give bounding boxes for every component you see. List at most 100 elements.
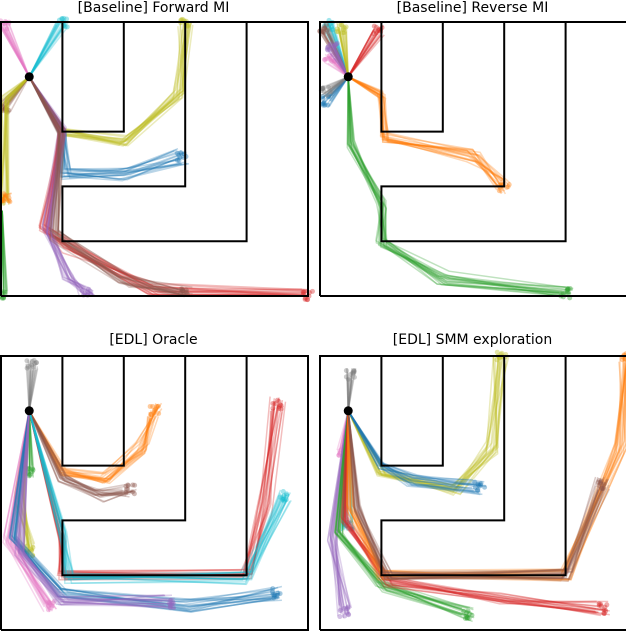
trajectory-endpoint [174, 157, 180, 163]
trajectory-endpoint [309, 288, 315, 294]
trajectory-line [28, 76, 189, 297]
trajectory-endpoint [276, 405, 282, 411]
trajectory-line [343, 410, 349, 530]
trajectory-line [347, 355, 621, 581]
trajectory-endpoint [494, 357, 500, 363]
trajectory-line [343, 410, 349, 450]
trajectory-line [4, 410, 45, 613]
trajectory-line [0, 76, 30, 113]
trajectory-line [347, 410, 353, 523]
trajectory-endpoint [604, 602, 610, 608]
trajectory-endpoint [6, 107, 12, 113]
maze-outer-wall [319, 355, 626, 631]
trajectory-endpoint [344, 523, 350, 529]
trajectory-endpoint [85, 289, 91, 295]
trajectory-line [28, 76, 183, 296]
trajectory-line [28, 404, 159, 482]
trajectory-line [0, 76, 30, 105]
trajectory-endpoint [324, 92, 330, 98]
trajectory-line [28, 26, 184, 142]
trajectory-line [1, 195, 5, 200]
trajectory-line [0, 76, 30, 197]
trajectory-line [2, 410, 47, 604]
skill-trajectories-1 [347, 349, 510, 496]
trajectory-line [339, 410, 462, 616]
trajectory-line [28, 370, 34, 411]
trajectory-line [8, 410, 275, 608]
trajectory-line [327, 41, 349, 78]
trajectory-line [1, 21, 30, 78]
trajectory-endpoint [341, 29, 347, 35]
skill-trajectories-1 [321, 17, 349, 78]
trajectory-line [332, 43, 349, 78]
trajectory-line [347, 367, 626, 580]
trajectory-endpoint [46, 600, 52, 606]
trajectory-line [320, 30, 349, 78]
trajectory-line [329, 41, 349, 78]
skill-trajectories-5 [347, 23, 385, 78]
trajectory-line [346, 355, 626, 580]
trajectory-line [347, 33, 381, 78]
trajectory-endpoint [601, 481, 607, 487]
trajectory-line [341, 410, 349, 452]
trajectory-line [7, 23, 30, 78]
trajectory-line [347, 34, 382, 78]
trajectory-line [28, 76, 309, 293]
trajectory-line [347, 76, 571, 294]
trajectory-line [345, 410, 349, 455]
trajectory-line [330, 21, 349, 78]
trajectory-line [28, 410, 35, 478]
trajectory-line [28, 76, 189, 297]
trajectory-line [28, 407, 159, 480]
trajectory-line [28, 362, 37, 411]
trajectory-line [15, 410, 283, 611]
trajectory-line [347, 76, 500, 185]
trajectory-line [347, 76, 569, 288]
trajectory-line [334, 47, 349, 78]
trajectory-line [347, 410, 354, 523]
trajectory-endpoint [178, 291, 184, 297]
trajectory-endpoint [560, 291, 566, 297]
trajectory-line [347, 410, 487, 487]
trajectory-line [329, 48, 349, 78]
trajectory-line [21, 410, 30, 551]
trajectory-endpoint [178, 286, 184, 292]
trajectory-endpoint [4, 107, 10, 113]
trajectory-line [28, 367, 37, 411]
trajectory-line [28, 21, 64, 78]
trajectory-line [28, 24, 194, 147]
trajectory-line [347, 410, 483, 484]
trajectory-line [28, 410, 152, 474]
trajectory-endpoint [323, 23, 329, 29]
trajectory-line [2, 195, 5, 202]
trajectory-endpoint [27, 549, 33, 555]
trajectory-line [28, 21, 62, 78]
trajectory-endpoint [506, 182, 512, 188]
trajectory-line [347, 379, 353, 411]
trajectory-line [342, 410, 349, 523]
trajectory-line [341, 410, 349, 532]
trajectory-line [0, 76, 30, 203]
trajectory-endpoint [45, 607, 51, 613]
skill-trajectories-7 [340, 410, 610, 617]
trajectory-endpoint [151, 410, 157, 416]
trajectory-line [28, 76, 180, 291]
trajectory-line [9, 410, 282, 607]
trajectory-endpoint [147, 403, 153, 409]
trajectory-endpoint [151, 407, 157, 413]
trajectory-line [13, 410, 281, 613]
trajectory-line [334, 410, 470, 609]
trajectory-line [28, 410, 35, 471]
trajectory-line [347, 410, 606, 580]
trajectory-line [28, 76, 193, 288]
trajectory-endpoint [463, 613, 469, 619]
trajectory-line [333, 50, 349, 78]
trajectory-line [347, 28, 375, 78]
trajectory-line [28, 76, 302, 297]
trajectory-line [327, 53, 349, 78]
trajectory-endpoint [3, 196, 9, 202]
trajectory-line [329, 410, 349, 619]
trajectory-endpoint [123, 486, 129, 492]
trajectory-line [5, 76, 30, 204]
trajectory-endpoint [342, 448, 348, 454]
